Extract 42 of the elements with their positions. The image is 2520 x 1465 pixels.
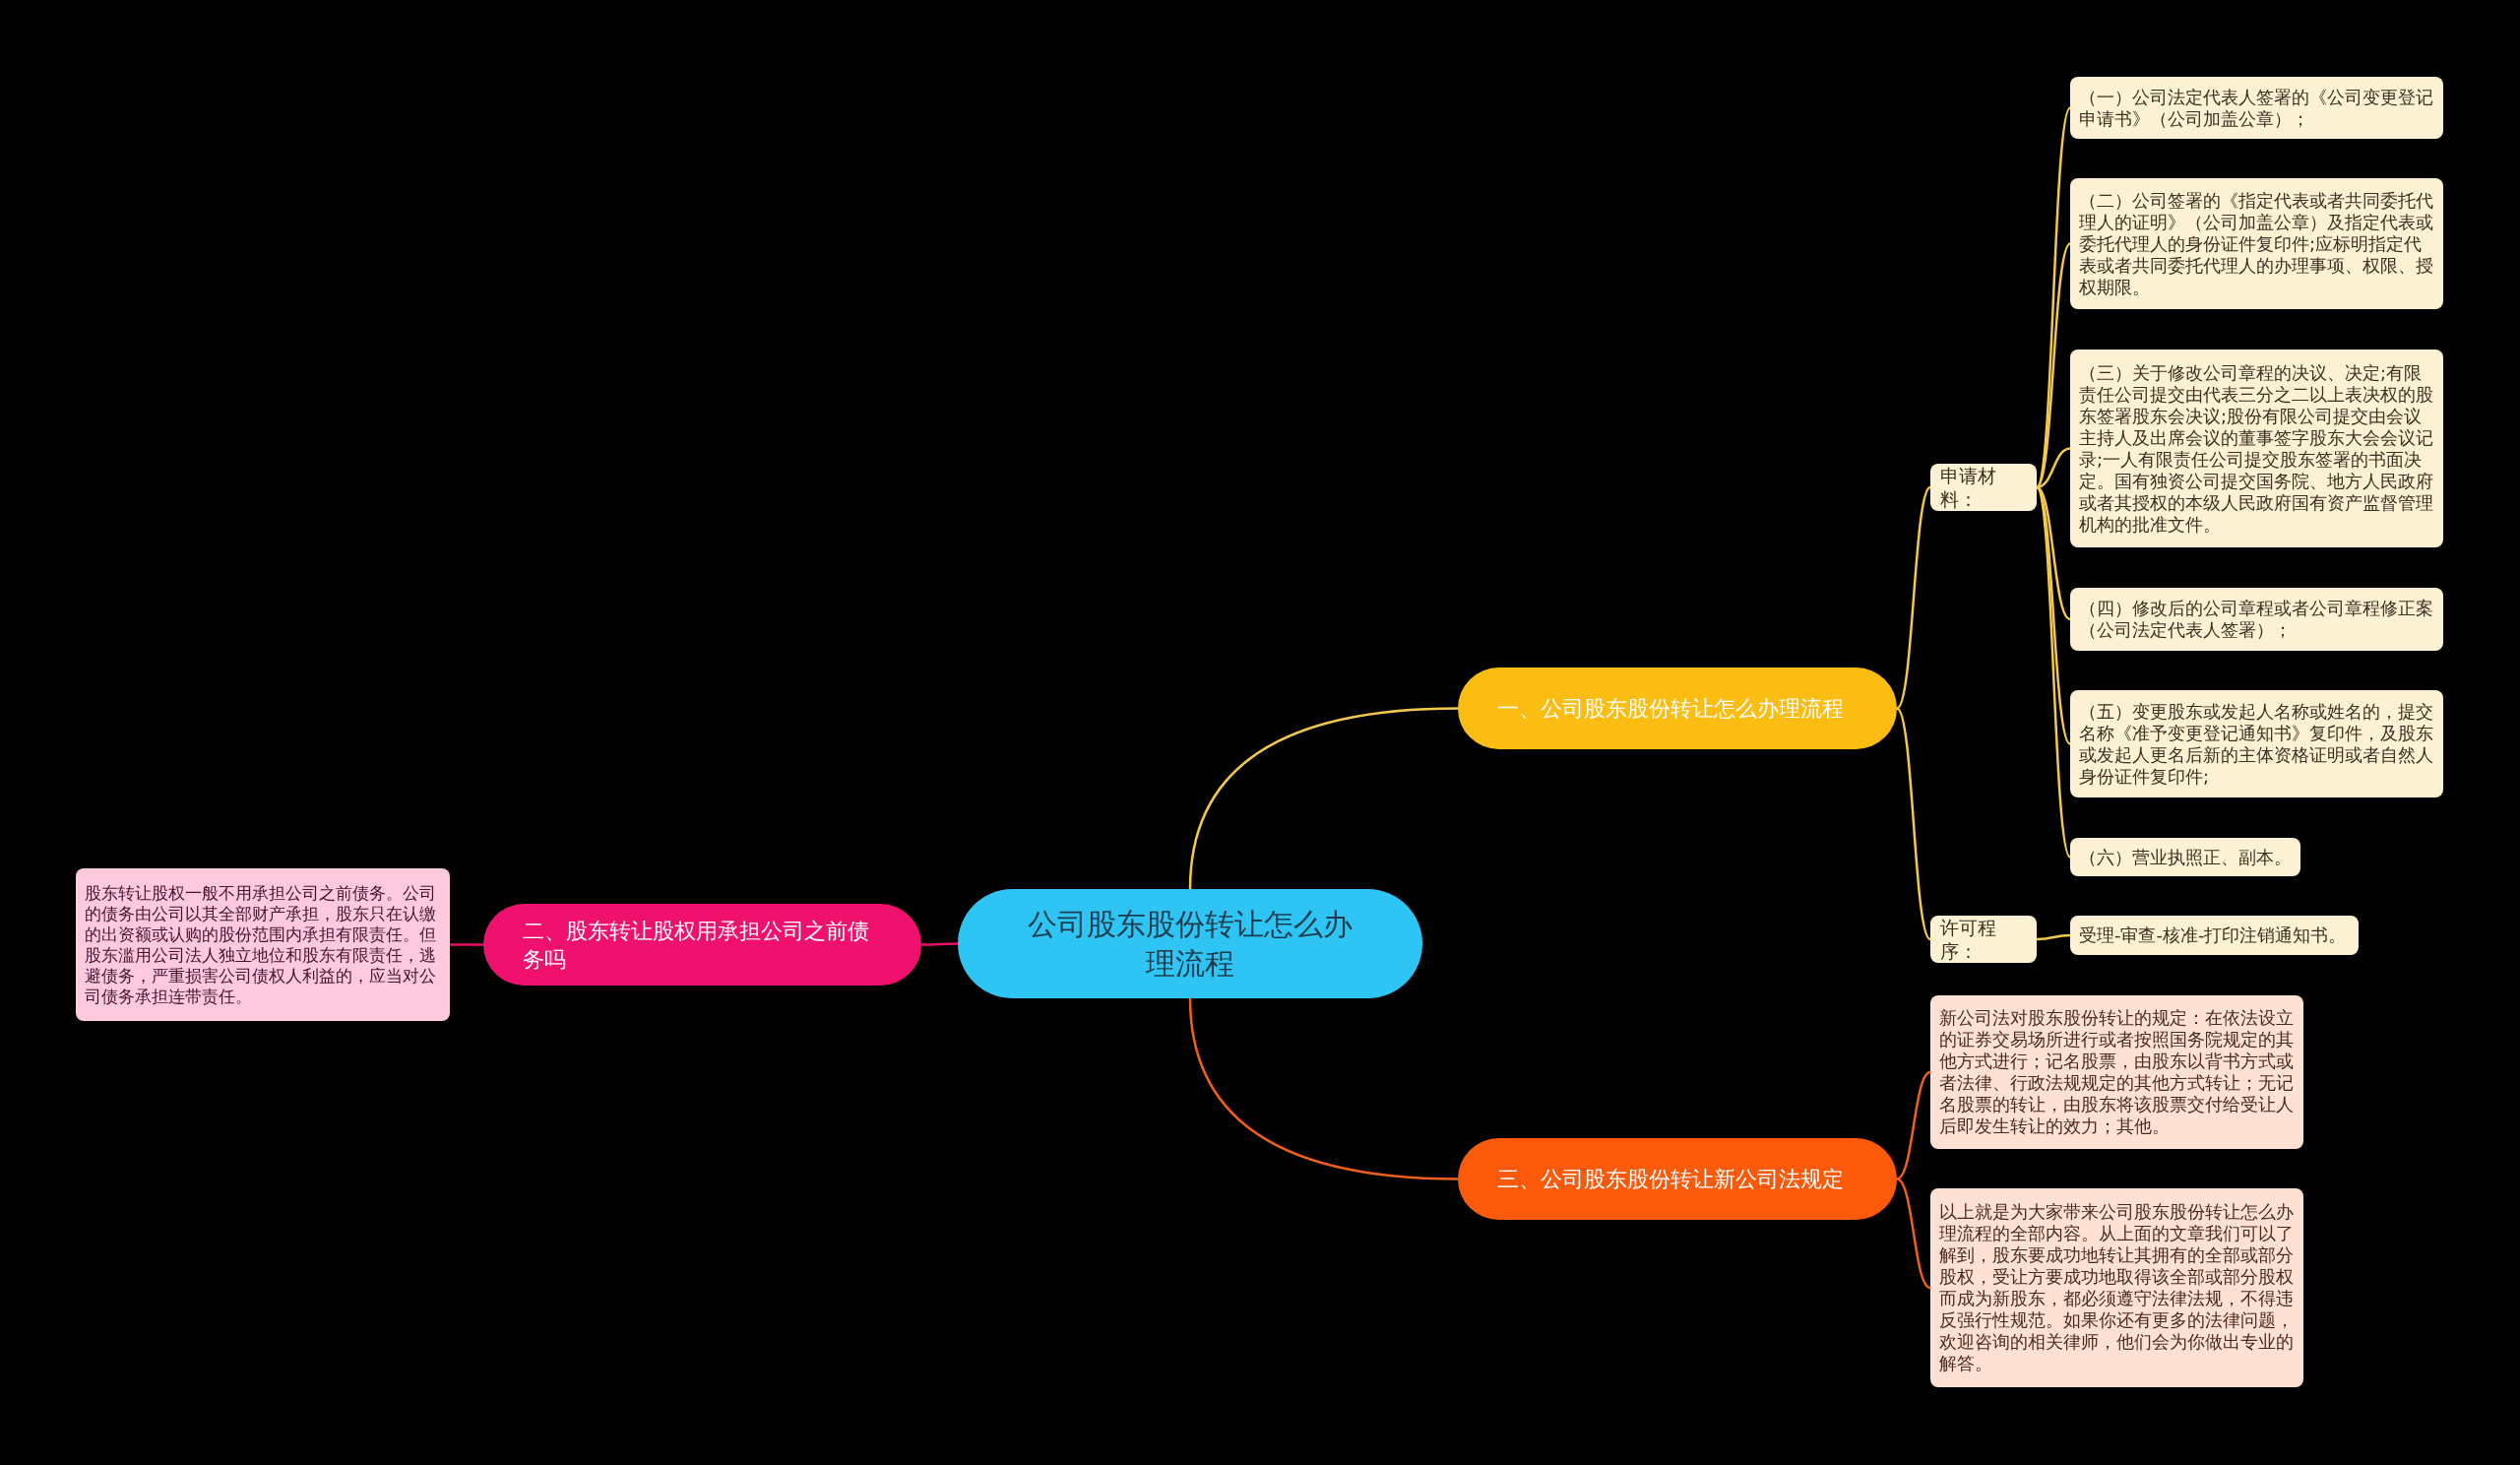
topic-text: 申请材料： — [1940, 464, 1997, 511]
connector-line — [1896, 486, 1931, 710]
connector-line — [450, 943, 483, 946]
note-box — [1930, 995, 2303, 1149]
connector-line — [1896, 1178, 1931, 1290]
note-box — [76, 868, 450, 1021]
connector-line — [2035, 486, 2072, 859]
note-box — [2070, 350, 2443, 547]
topic-text: 二、股东转让股权用承担公司之前债务吗 — [523, 917, 870, 974]
note-box — [2070, 838, 2300, 876]
connector-line — [1188, 707, 1459, 890]
topic-text: （五）变更股东或发起人名称或姓名的，提交名称《准予变更登记通知书》复印件，及股东或发起人更名后新的主体资格证明或者自然人身份证件复印件; — [2079, 700, 2434, 788]
topic-text: 受理-审查-核准-打印注销通知书。 — [2079, 924, 2347, 946]
topic-text: （四）修改后的公司章程或者公司章程修正案（公司法定代表人签署）； — [2079, 598, 2434, 641]
subtopic-box — [1930, 464, 2037, 511]
topic-text: 一、公司股东股份转让怎么办理流程 — [1497, 695, 1844, 723]
note-box — [2070, 77, 2443, 139]
connector-line — [2036, 447, 2071, 489]
subtopic-box — [1930, 916, 2037, 963]
topic-text: 新公司法对股东股份转让的规定：在依法设立的证券交易场所进行或者按照国务院规定的其他方式进行；记名股票，由股东以背书方式或者法律、行政法规规定的其他方式转让；无记名股票的转让，由股东将该股票交付给受让人后即发生转让的效力；其他。 — [1939, 1007, 2295, 1137]
topic-text: 股东转让股权一般不用承担公司之前债务。公司的债务由公司以其全部财产承担，股东只在认缴的出资额或认购的股份范围内承担有限责任。但股东滥用公司法人独立地位和股东有限责任，逃避债务，严重损害公司债权人利益的，应当对公司债务承担连带责任。 — [85, 882, 437, 1007]
topic-text: （二）公司签署的《指定代表或者共同委托代理人的证明》（公司加盖公章）及指定代表或委托代理人的身份证件复印件;应标明指定代表或者共同委托代理人的办理事项、权限、授权期限。 — [2079, 189, 2434, 298]
note-box — [1930, 1188, 2303, 1387]
connector-line — [2036, 486, 2071, 745]
note-box — [2070, 178, 2443, 309]
topic-text: 以上就是为大家带来公司股东股份转让怎么办理流程的全部内容。从上面的文章我们可以了解到，股东要成功地转让其拥有的全部或部分股权，受让方要成功地取得该全部或部分股权而成为新股东，都必须遵守法律法规，不得违反强行性规范。如果你还有更多的法律问题，欢迎咨询的相关律师，他们会为你做出专业的解答。 — [1939, 1201, 2295, 1374]
topic-text: 三、公司股东股份转让新公司法规定 — [1497, 1166, 1844, 1193]
connector-line — [1896, 1070, 1931, 1180]
topic-text: （一）公司法定代表人签署的《公司变更登记申请书》（公司加盖公章）； — [2079, 86, 2434, 130]
connector-line — [2035, 106, 2072, 488]
connector-line — [2036, 242, 2071, 488]
topic-text: 许可程序： — [1940, 916, 1997, 963]
topic-text: （三）关于修改公司章程的决议、决定;有限责任公司提交由代表三分之二以上表决权的股东签署股东会决议;股份有限公司提交由会议主持人及出席会议的董事签字股东大会会议记录;一人有限责任公司提交股东签署的书面决定。国有独资公司提交国务院、地方人民政府或者其授权的本级人民政府国有资产监督管理机构的批准文件。 — [2079, 361, 2434, 536]
note-box — [2070, 588, 2443, 651]
note-box — [2070, 690, 2443, 797]
note-box — [2070, 916, 2359, 955]
topic-text: 公司股东股份转让怎么办理流程 — [1027, 905, 1354, 983]
connector-line — [921, 942, 958, 946]
connector-line — [1896, 707, 1931, 940]
topic-text: （六）营业执照正、副本。 — [2079, 846, 2292, 868]
connector-line — [1188, 997, 1459, 1180]
connector-line — [2036, 933, 2071, 941]
